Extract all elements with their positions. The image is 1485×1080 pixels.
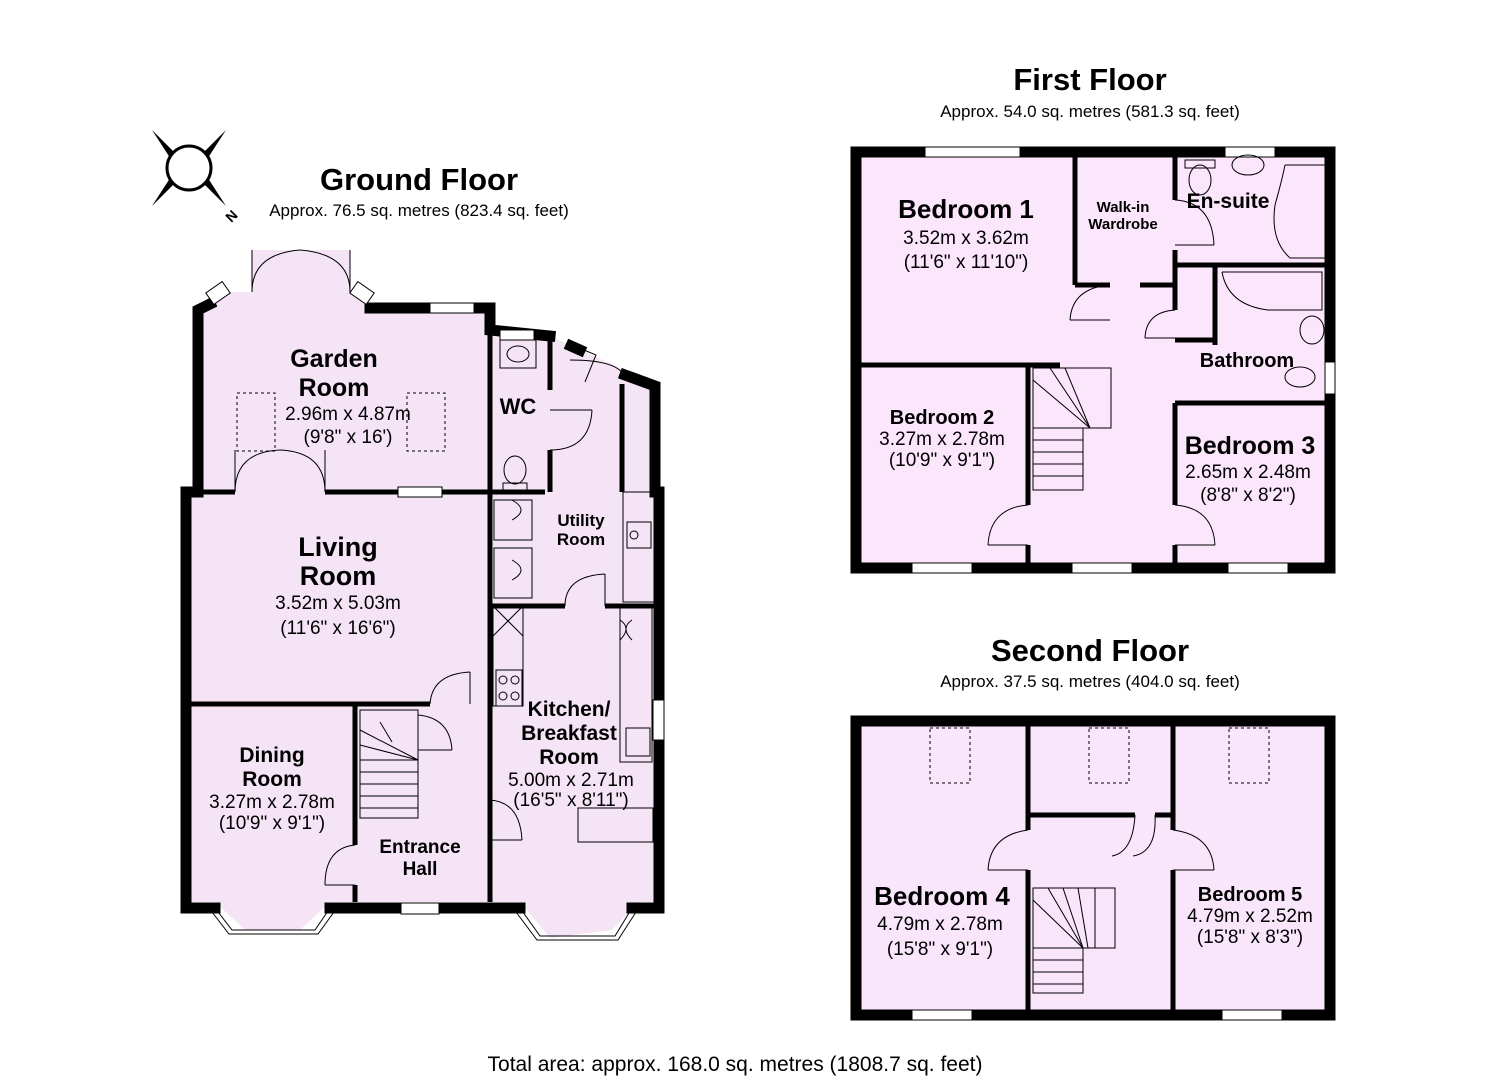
dining-room-dim-ft: (10'9" x 9'1") [219,813,325,834]
ground-floor-labels: Garden Room 2.96m x 4.87m (9'8" x 16') W… [209,345,634,880]
garden-room-name: Garden [290,345,378,373]
walk-in-wardrobe-name-2: Wardrobe [1088,216,1157,233]
kitchen-name-2: Breakfast [521,722,617,745]
entrance-hall-name: Entrance [379,837,460,858]
bedroom-4-name: Bedroom 4 [874,881,1010,911]
living-room-name: Living [298,532,378,562]
bedroom-4-dim-m: 4.79m x 2.78m [877,914,1003,935]
ground-floor-plan [180,249,665,941]
bathroom-name: Bathroom [1200,350,1294,372]
kitchen-dim-ft: (16'5" x 8'11") [513,790,628,811]
bedroom-5-dim-ft: (15'8" x 8'3") [1197,927,1303,948]
kitchen-name-3: Room [539,746,599,769]
dining-room-dim-m: 3.27m x 2.78m [209,792,335,813]
compass-icon: N [152,130,241,225]
wc-name: WC [500,394,537,419]
bedroom-1-name: Bedroom 1 [898,194,1034,224]
ground-floor-area: Approx. 76.5 sq. metres (823.4 sq. feet) [269,201,569,220]
bedroom-2-dim-m: 3.27m x 2.78m [879,429,1005,450]
second-floor-plan [850,715,1336,1021]
en-suite-name: En-suite [1187,190,1270,213]
second-floor-area: Approx. 37.5 sq. metres (404.0 sq. feet) [940,672,1240,691]
living-room-name-2: Room [300,561,377,591]
dining-room-name-2: Room [242,768,302,791]
entrance-hall-name-2: Hall [403,859,438,880]
second-floor-labels: Bedroom 4 4.79m x 2.78m (15'8" x 9'1") B… [874,881,1313,960]
bedroom-1-dim-ft: (11'6" x 11'10") [904,252,1029,273]
bedroom-2-dim-ft: (10'9" x 9'1") [889,450,995,471]
total-area: Total area: approx. 168.0 sq. metres (18… [488,1053,983,1076]
bedroom-1-dim-m: 3.52m x 3.62m [903,228,1029,249]
first-floor-labels: Bedroom 1 3.52m x 3.62m (11'6" x 11'10")… [879,190,1315,506]
garden-room-dim-m: 2.96m x 4.87m [285,404,411,425]
utility-room-name-2: Room [557,530,605,549]
bedroom-5-name: Bedroom 5 [1198,884,1302,906]
kitchen-dim-m: 5.00m x 2.71m [508,770,634,791]
garden-room-dim-ft: (9'8" x 16') [304,427,393,448]
living-room-dim-ft: (11'6" x 16'6") [280,618,395,639]
first-floor-title: First Floor [1013,62,1166,97]
dining-room-name: Dining [239,744,304,767]
bedroom-5-dim-m: 4.79m x 2.52m [1187,906,1313,927]
kitchen-name: Kitchen/ [528,698,611,721]
first-floor-plan [850,146,1336,574]
bedroom-4-dim-ft: (15'8" x 9'1") [887,939,993,960]
living-room-dim-m: 3.52m x 5.03m [275,593,401,614]
utility-room-name: Utility [557,511,605,530]
garden-room-name-2: Room [299,374,370,402]
ground-floor-title: Ground Floor [320,162,518,197]
bedroom-3-name: Bedroom 3 [1185,432,1316,460]
bedroom-3-dim-ft: (8'8" x 8'2") [1200,485,1296,506]
second-floor-title: Second Floor [991,633,1189,668]
walk-in-wardrobe-name: Walk-in [1097,199,1150,216]
bedroom-3-dim-m: 2.65m x 2.48m [1185,462,1311,483]
compass-north-label: N [222,207,240,225]
bedroom-2-name: Bedroom 2 [890,407,994,429]
first-floor-area: Approx. 54.0 sq. metres (581.3 sq. feet) [940,102,1240,121]
